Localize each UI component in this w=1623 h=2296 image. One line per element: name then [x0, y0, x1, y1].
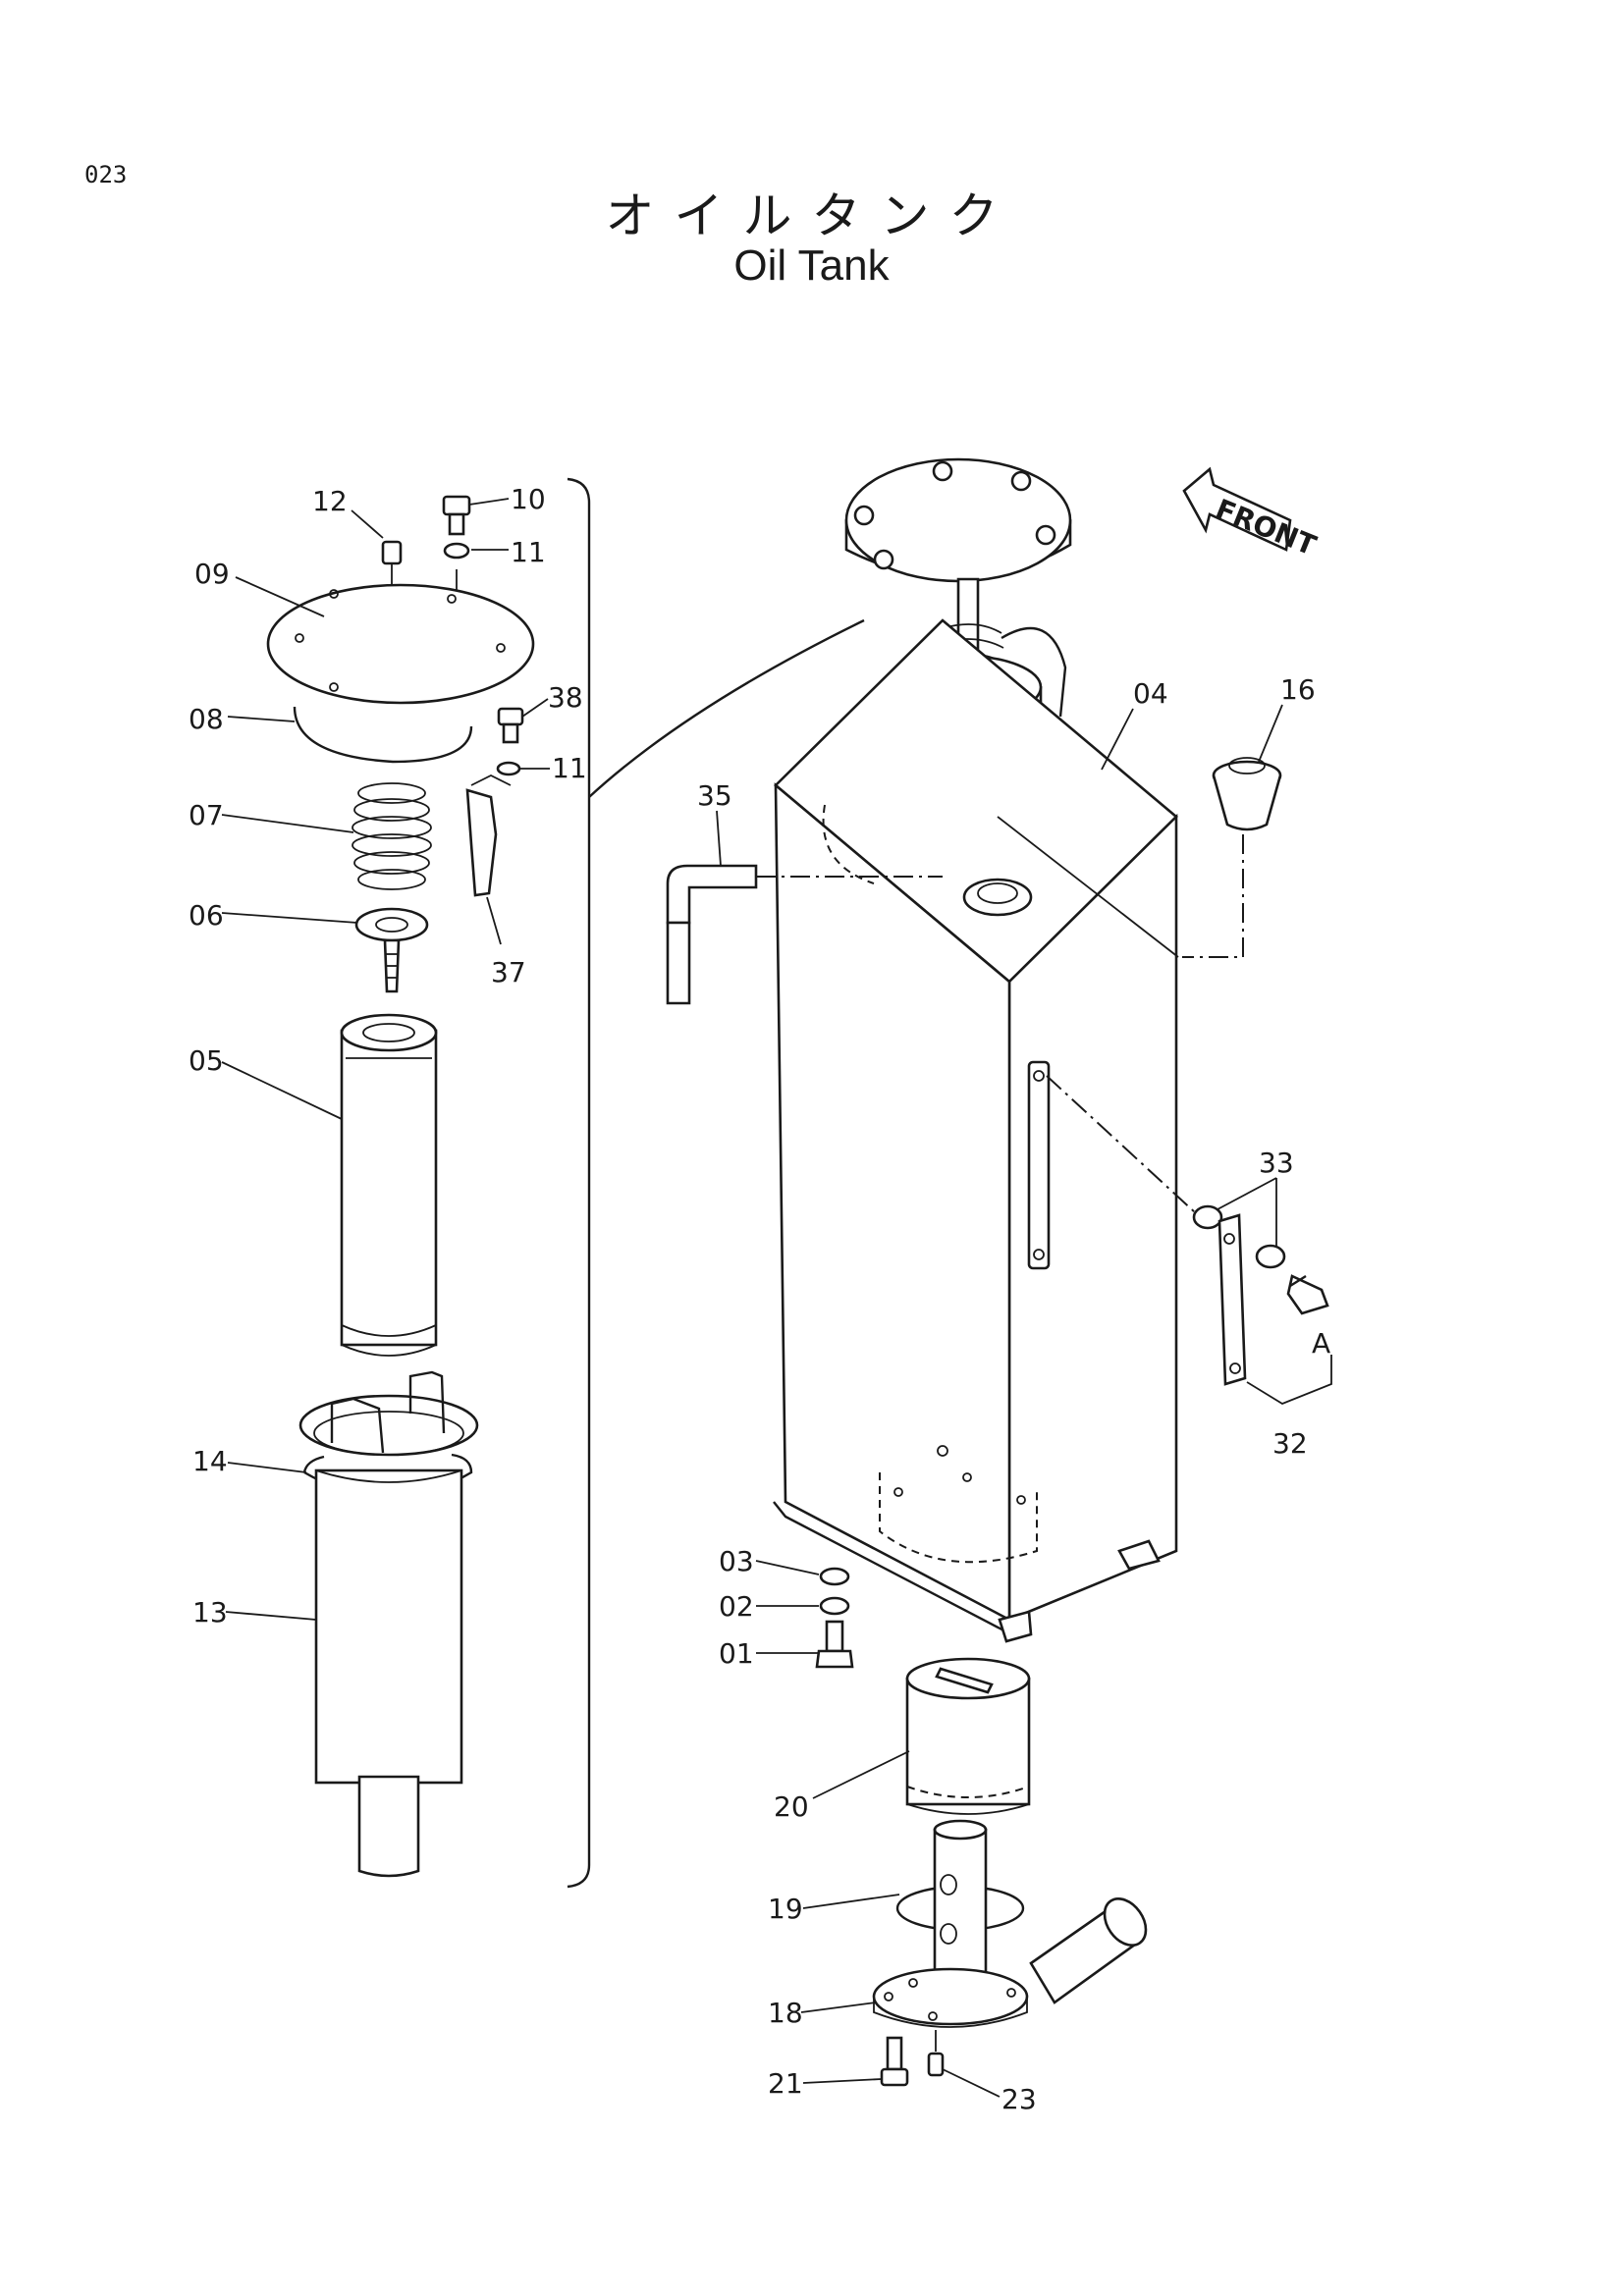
group-bracket — [567, 477, 591, 1889]
part-11-washer-lower — [496, 761, 521, 776]
leader-04-pointer — [997, 816, 1179, 958]
part-21-bolt — [880, 2036, 909, 2087]
callout-16: 16 — [1280, 673, 1316, 706]
leader-lines — [221, 498, 1283, 2098]
part-32-strap — [1217, 1213, 1247, 1386]
callout-38: 38 — [548, 681, 583, 714]
part-07-spring — [352, 782, 432, 890]
part-38-bolt — [497, 707, 524, 744]
callout-03: 03 — [719, 1545, 754, 1577]
callout-a: A — [1312, 1327, 1330, 1360]
callout-05: 05 — [189, 1044, 224, 1077]
part-11-washer — [443, 542, 470, 560]
callout-06: 06 — [189, 899, 224, 932]
part-02-washer — [819, 1596, 850, 1616]
part-37-bracket — [465, 774, 512, 897]
part-35-hose — [666, 864, 943, 1005]
callout-08: 08 — [189, 703, 224, 735]
callout-13: 13 — [192, 1596, 228, 1629]
callout-07: 07 — [189, 799, 224, 831]
callout-35: 35 — [697, 779, 732, 812]
callout-18: 18 — [768, 1997, 803, 2029]
part-10-bolt — [442, 495, 471, 536]
part-20-return-filter — [905, 1657, 1031, 1815]
part-13-strainer-body — [314, 1468, 463, 1878]
callout-14: 14 — [192, 1445, 228, 1477]
leader-32-bracket — [1246, 1355, 1332, 1406]
callout-23: 23 — [1001, 2083, 1037, 2115]
part-04-top-cover — [844, 457, 1072, 583]
callout-09: 09 — [194, 558, 230, 590]
part-04-tank-body — [773, 618, 1178, 1643]
front-arrow-label: FRONT — [1211, 493, 1321, 562]
page-number: 023 — [84, 161, 128, 188]
callout-21: 21 — [768, 2067, 803, 2100]
part-09-cover — [266, 583, 535, 705]
part-06-valve — [354, 907, 429, 993]
callout-32: 32 — [1272, 1427, 1308, 1460]
callout-33: 33 — [1259, 1147, 1294, 1179]
page-title-japanese: オイルタンク — [605, 187, 1018, 244]
part-18-suction-pipe — [872, 1819, 1148, 2028]
part-32-bolt — [1286, 1274, 1329, 1315]
part-08-o-ring — [293, 706, 473, 764]
part-05-filter-element — [340, 1013, 438, 1357]
callout-04: 04 — [1133, 677, 1168, 710]
group-leader-curve — [588, 618, 865, 798]
part-01-bolt — [815, 1620, 854, 1669]
part-33-nuts — [1192, 1204, 1286, 1269]
part-23-plug — [927, 2030, 945, 2077]
callout-10: 10 — [511, 483, 546, 515]
page-title-english: Oil Tank — [733, 241, 890, 290]
callout-19: 19 — [768, 1893, 803, 1925]
callout-11: 11 — [511, 536, 546, 568]
front-direction-arrow: FRONT — [1182, 466, 1321, 562]
callout-12: 12 — [312, 485, 348, 517]
callout-01: 01 — [719, 1637, 754, 1670]
callout-37: 37 — [491, 956, 526, 988]
callout-02: 02 — [719, 1590, 754, 1623]
part-03-washer — [819, 1567, 850, 1586]
part-16-breather-cap — [1212, 757, 1282, 831]
callout-20: 20 — [774, 1790, 809, 1823]
part-14-strainer-basket — [298, 1370, 479, 1457]
callout-labels: 12 10 11 09 08 38 11 07 06 37 05 14 13 0… — [189, 483, 1330, 2115]
callout-11-lower: 11 — [552, 752, 587, 784]
leader-16-chain — [1182, 834, 1244, 958]
